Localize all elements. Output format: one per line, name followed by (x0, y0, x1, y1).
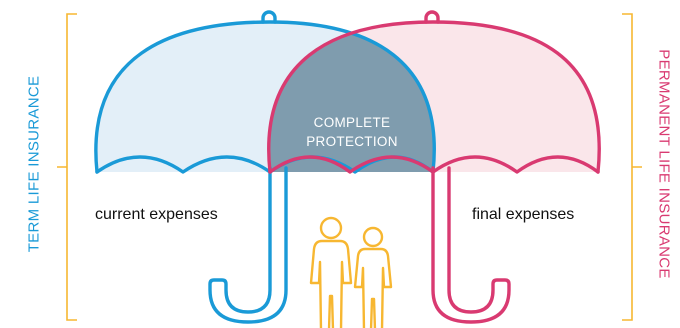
person-left-head (319, 216, 343, 240)
person-right-body (353, 247, 393, 328)
current-expenses-label: current expenses (95, 206, 218, 223)
two-people-icon (309, 216, 393, 328)
permanent-life-insurance-label: PERMANENT LIFE INSURANCE (655, 49, 673, 279)
term-life-insurance-label: TERM LIFE INSURANCE (25, 75, 43, 253)
left-bracket (57, 13, 77, 321)
right-bracket (622, 13, 642, 321)
right-umbrella-icon (267, 10, 601, 324)
person-right-head (362, 226, 384, 248)
center-label-line-2: PROTECTION (306, 134, 398, 149)
final-expenses-label: final expenses (472, 206, 575, 223)
person-left-body (309, 239, 353, 328)
center-label-line-1: COMPLETE (313, 115, 391, 130)
complete-protection-label: COMPLETE PROTECTION (306, 113, 398, 151)
